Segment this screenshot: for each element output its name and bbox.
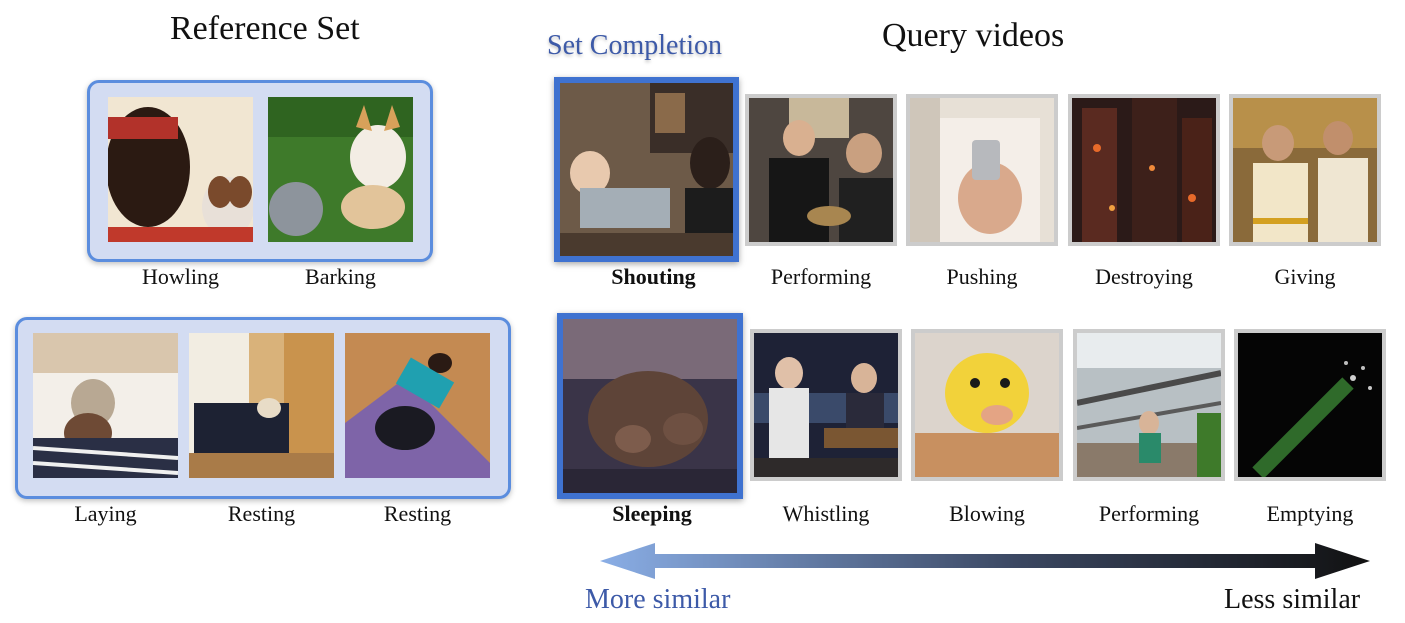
query-videos-title: Query videos [882,17,1065,54]
query-image-whistling[interactable] [750,329,902,481]
reference-image-howling [108,97,253,242]
less-similar-label: Less similar [1224,584,1361,615]
query-image-destroying[interactable] [1068,94,1220,246]
query-label: Performing [770,264,872,289]
query-label: Pushing [946,264,1018,289]
reference-label: Resting [227,501,296,526]
query-label: Giving [1274,264,1336,289]
reference-image-resting-1 [189,333,334,478]
query-image-sleeping[interactable] [557,313,743,499]
query-label: Emptying [1266,501,1354,526]
query-label: Whistling [782,501,870,526]
query-label: Sleeping [612,501,692,526]
query-label: Performing [1098,501,1200,526]
reference-label: Laying [74,501,137,526]
more-similar-label: More similar [585,584,731,615]
reference-label: Resting [383,501,452,526]
query-image-shouting[interactable] [554,77,739,262]
set-completion-title: Set Completion [547,30,722,61]
reference-set-title: Reference Set [170,10,360,47]
reference-image-barking [268,97,413,242]
query-image-emptying[interactable] [1234,329,1386,481]
query-image-performing-1[interactable] [745,94,897,246]
query-image-blowing[interactable] [911,329,1063,481]
query-image-giving[interactable] [1229,94,1381,246]
similarity-arrow [600,543,1370,579]
query-image-performing-2[interactable] [1073,329,1225,481]
reference-image-resting-2 [345,333,490,478]
query-image-pushing[interactable] [906,94,1058,246]
reference-image-laying [33,333,178,478]
query-label: Blowing [949,501,1025,526]
reference-label: Howling [142,264,219,289]
reference-label: Barking [305,264,376,289]
query-label: Shouting [611,264,696,289]
query-label: Destroying [1095,264,1193,289]
